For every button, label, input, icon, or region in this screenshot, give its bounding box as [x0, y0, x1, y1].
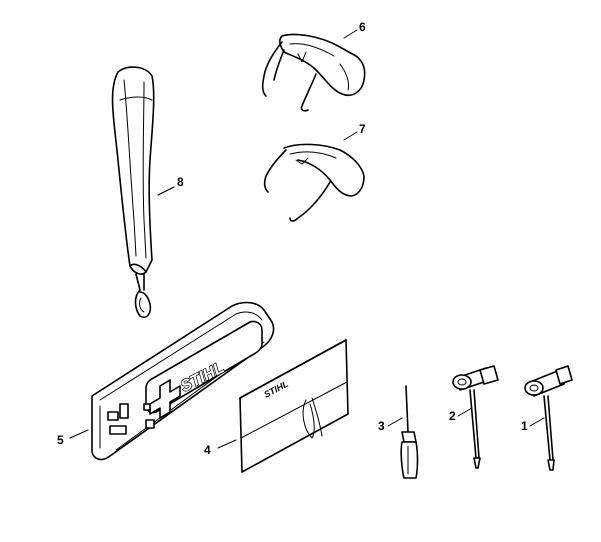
callout-6: 6 — [343, 20, 366, 39]
callout-8: 8 — [157, 175, 184, 196]
callout-number-2: 2 — [449, 409, 456, 423]
scabbard-slot — [145, 419, 155, 429]
scabbard-slot — [107, 411, 119, 421]
screwdriver — [400, 385, 419, 479]
callout-number-3: 3 — [378, 419, 385, 433]
callout-3: 3 — [378, 417, 403, 433]
callout-number-6: 6 — [359, 20, 366, 34]
scabbard-slot — [109, 425, 127, 435]
callout-number-8: 8 — [177, 175, 184, 189]
combination-wrench-1 — [524, 365, 573, 471]
tool-pouch: STIHL — [239, 339, 349, 473]
callout-number-5: 5 — [57, 433, 64, 447]
scabbard-slot — [119, 403, 129, 419]
callout-number-1: 1 — [521, 419, 528, 433]
callout-number-4: 4 — [204, 443, 211, 457]
callout-5: 5 — [57, 429, 89, 447]
shoulder-strap — [111, 66, 155, 319]
callout-number-7: 7 — [359, 122, 366, 136]
callout-4: 4 — [204, 439, 237, 457]
callout-7: 7 — [343, 122, 366, 141]
scabbard-slot — [143, 403, 151, 411]
callout-2: 2 — [449, 407, 473, 423]
combination-wrench-2 — [452, 365, 499, 469]
safety-glasses-slim — [263, 143, 365, 222]
chain-scabbard: STIHL — [91, 301, 275, 461]
safety-glasses-wraparound — [261, 33, 366, 112]
callout-1: 1 — [521, 417, 545, 433]
